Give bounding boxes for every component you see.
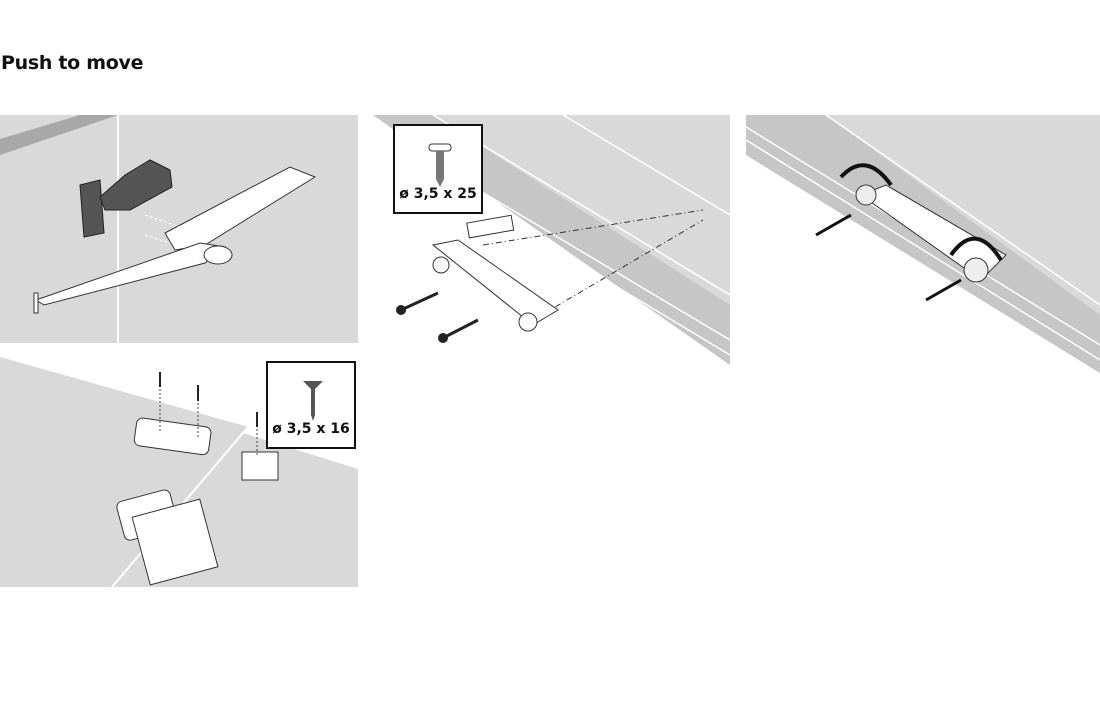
screw-spec-label: ø 3,5 x 16 [272,421,350,437]
screw-icon [428,143,452,187]
figure-mounting-plate: ø 3,5 x 16 [0,357,358,587]
screw-spec-box: ø 3,5 x 25 [393,124,483,214]
page-title: Push to move [1,52,144,74]
rotate-arrow-icon [839,163,1003,262]
screw-icon [303,381,323,421]
hinge-cup [79,159,173,238]
figure-connector-profile: ø 3,5 x 25 [373,115,730,365]
figure-connector-adjustment [746,115,1100,373]
screw-spec-box: ø 3,5 x 16 [266,361,356,449]
screw-spec-label: ø 3,5 x 25 [399,186,477,202]
move-arrow-icon [815,213,962,302]
figure-hinge-mechanism [0,115,358,343]
